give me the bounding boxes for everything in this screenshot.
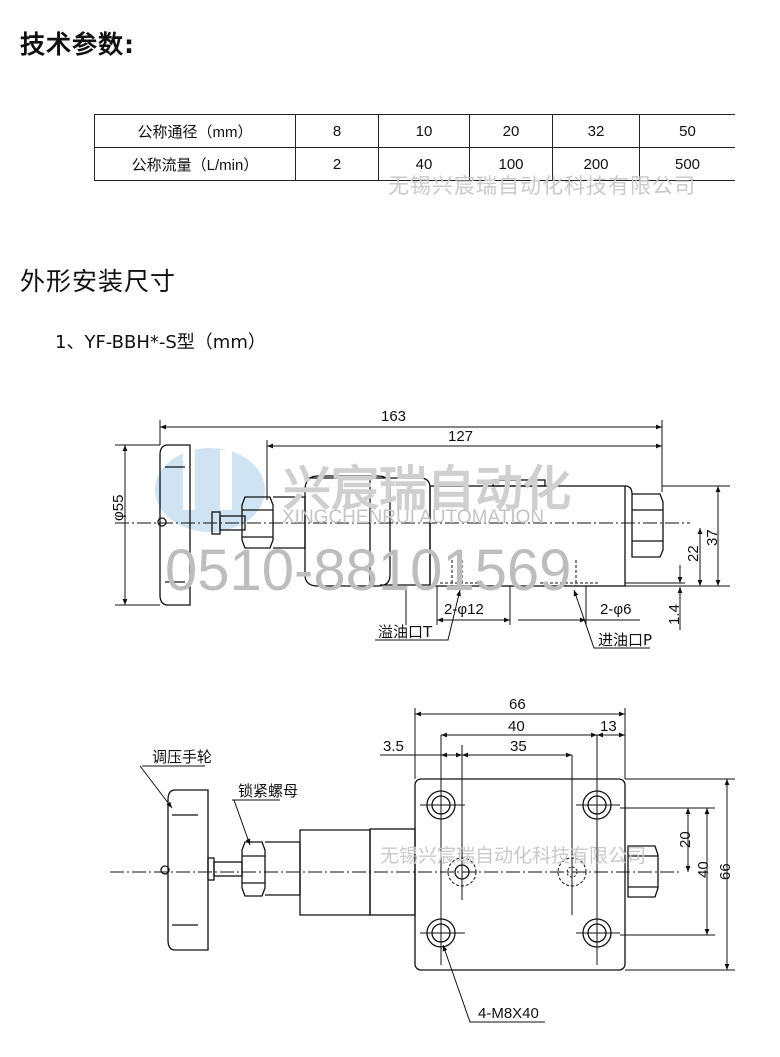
dim-port-t: 2-φ12 xyxy=(444,601,484,618)
label-lock-nut: 锁紧螺母 xyxy=(238,782,298,800)
tech-params-title: 技术参数: xyxy=(20,30,135,59)
label-handwheel: 调压手轮 xyxy=(152,748,212,766)
dim-width-66: 66 xyxy=(509,696,526,713)
watermark-phone: 0510-88101569 xyxy=(165,538,571,603)
dim-v-66: 66 xyxy=(717,863,734,880)
table-row: 公称流量（L/min） 2 40 100 200 500 xyxy=(94,147,735,181)
dim-port-p: 2-φ6 xyxy=(600,601,631,618)
cell: 500 xyxy=(639,147,735,181)
table-row: 公称通径（mm） 8 10 20 32 50 xyxy=(94,114,735,148)
dim-height-22: 22 xyxy=(685,545,702,562)
cell: 8 xyxy=(295,114,379,148)
label-bolts: 4-M8X40 xyxy=(478,1005,539,1022)
side-view-drawing xyxy=(115,420,730,649)
spec-table: 公称通径（mm） 8 10 20 32 50 公称流量（L/min） 2 40 … xyxy=(94,114,735,181)
cell: 100 xyxy=(469,147,553,181)
cell: 10 xyxy=(378,114,470,148)
watermark-brand-cn: 兴宸瑞自动化 xyxy=(283,461,571,517)
top-view-drawing xyxy=(110,708,735,1023)
model-subtitle: 1、YF-BBH*-S型（mm） xyxy=(55,332,266,353)
dim-handwheel-diameter: φ55 xyxy=(110,495,127,521)
cell: 32 xyxy=(552,114,640,148)
logo-watermark-icon xyxy=(155,448,265,532)
label-overflow-port: 溢油口T xyxy=(378,623,433,641)
watermark-brand-en: XINGCHENRUI AUTOMATION xyxy=(282,507,544,528)
dim-v-20: 20 xyxy=(677,831,694,848)
watermark-company: 无锡兴宸瑞自动化科技有限公司 xyxy=(388,174,696,198)
dim-edge-3-5: 3.5 xyxy=(383,738,404,755)
dim-edge-13: 13 xyxy=(600,718,617,735)
dim-v-40: 40 xyxy=(695,861,712,878)
dim-height-37: 37 xyxy=(704,529,721,546)
watermark-company-2: 无锡兴宸瑞自动化科技有限公司 xyxy=(380,845,646,867)
cell: 200 xyxy=(552,147,640,181)
cell: 40 xyxy=(378,147,470,181)
cell: 2 xyxy=(295,147,379,181)
row-label: 公称通径（mm） xyxy=(94,114,296,148)
label-inlet-port: 进油口P xyxy=(598,631,652,649)
dim-port-spacing-35: 35 xyxy=(510,738,527,755)
dim-body-length: 127 xyxy=(448,428,473,445)
outline-title: 外形安装尺寸 xyxy=(20,267,177,296)
dim-overall-length: 163 xyxy=(381,408,406,425)
cell: 20 xyxy=(469,114,553,148)
dim-offset-1-4: 1.4 xyxy=(666,604,683,625)
dim-hole-spacing-40: 40 xyxy=(508,718,525,735)
